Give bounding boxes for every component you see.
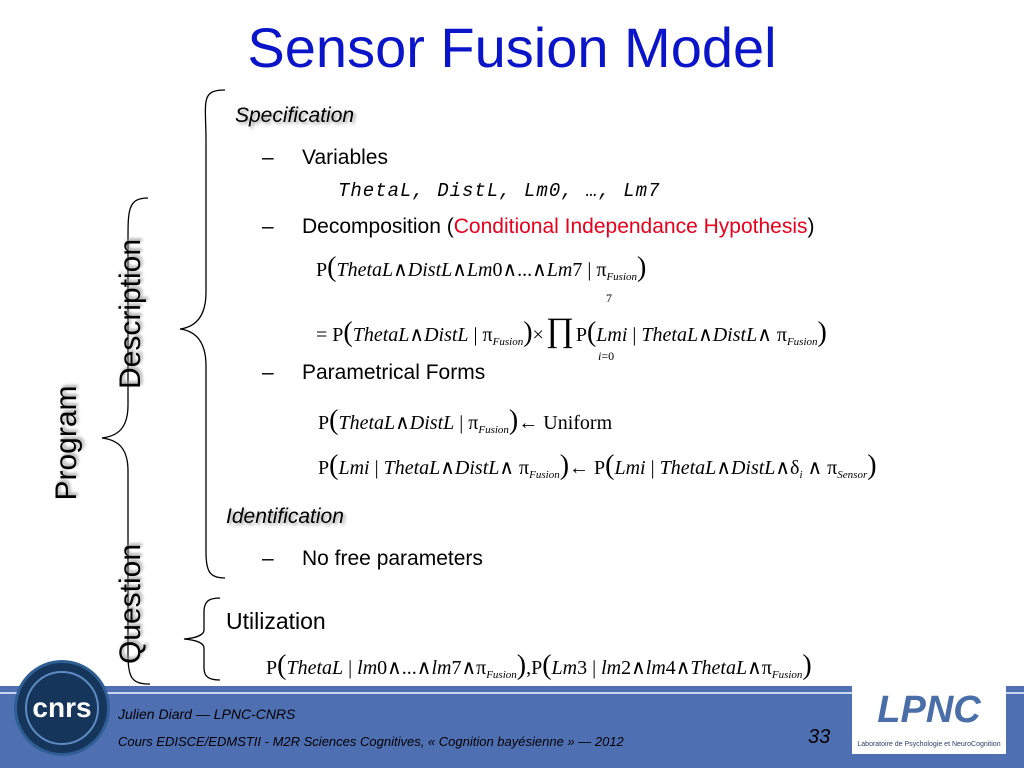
braces	[179, 89, 226, 681]
variables-value: ThetaL, DistL, Lm0, …, Lm7	[338, 180, 661, 202]
cnrs-logo: cnrs	[14, 660, 110, 756]
decomposition-label: Decomposition (	[302, 215, 454, 238]
parametric-label: Parametrical Forms	[302, 361, 486, 384]
decomposition-highlight: Conditional Independance Hypothesis	[453, 215, 808, 238]
cnrs-logo-mark: cnrs	[25, 671, 99, 745]
lpnc-logo-text: LPNC	[877, 689, 981, 731]
description-label: Description	[114, 238, 147, 390]
footer-divider	[0, 692, 1024, 694]
footer-author: Julien Diard — LPNC-CNRS	[118, 706, 296, 722]
footer-course: Cours EDISCE/EDMSTII - M2R Sciences Cogn…	[118, 734, 624, 749]
identification-heading: Identification	[226, 505, 344, 528]
variables-label: Variables	[302, 146, 388, 169]
parametric-formula-2: P(Lmi | ThetaL∧DistL∧ πFusion)← P(Lmi | …	[318, 450, 877, 481]
identification-label: No free parameters	[302, 547, 483, 570]
utilization-formula: P(ThetaL | lm0∧...∧lm7∧πFusion),P(Lm3 | …	[266, 650, 812, 681]
program-brace	[101, 197, 151, 685]
lpnc-logo-mark: LPNC Laboratoire de Psychologie et Neuro…	[852, 672, 1006, 754]
product-upper-limit: 7	[606, 291, 612, 305]
slide-title: Sensor Fusion Model	[247, 16, 777, 79]
lpnc-logo-caption: Laboratoire de Psychologie et NeuroCogni…	[857, 741, 1000, 748]
cnrs-logo-text: cnrs	[32, 692, 91, 723]
utilization-heading: Utilization	[226, 608, 326, 634]
decomposition-item: –Decomposition (Conditional Independance…	[262, 215, 815, 238]
question-label: Question	[114, 543, 147, 665]
description-brace	[179, 89, 226, 579]
decomposition-formula-2: = P(ThetaL∧DistL | πFusion)×∏P(Lmi | The…	[316, 312, 827, 349]
page-number: 33	[808, 726, 831, 748]
decomposition-formula-1: P(ThetaL∧DistL∧Lm0∧...∧Lm7 | πFusion)	[316, 252, 647, 283]
lpnc-logo: LPNC Laboratoire de Psychologie et Neuro…	[852, 672, 1006, 754]
decomposition-close: )	[807, 215, 815, 238]
product-lower-limit: i=0	[598, 349, 615, 363]
identification-item: –No free parameters	[262, 547, 483, 570]
variables-item: –Variables	[262, 146, 388, 169]
program-label: Program	[50, 385, 83, 501]
parametric-item: –Parametrical Forms	[262, 361, 486, 384]
question-brace	[183, 597, 221, 681]
parametric-formula-1: P(ThetaL∧DistL | πFusion)← Uniform	[318, 405, 613, 436]
specification-heading: Specification	[235, 104, 355, 127]
